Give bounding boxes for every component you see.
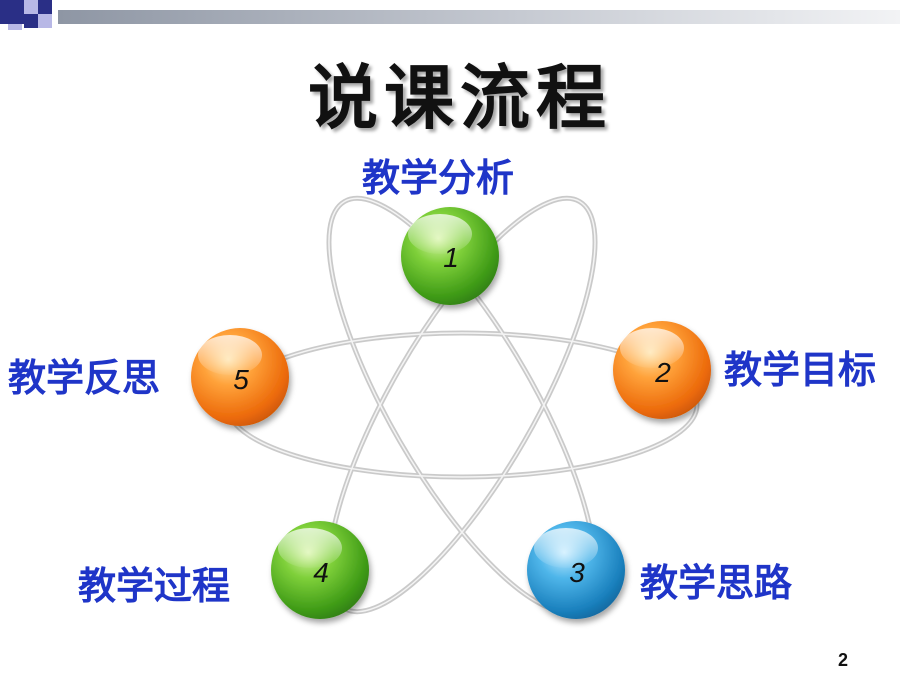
node-5-ball bbox=[191, 328, 289, 426]
node-3-label: 教学思路 bbox=[640, 561, 793, 605]
node-4-number: 4 bbox=[313, 557, 329, 588]
page-number: 2 bbox=[838, 650, 849, 670]
node-3-number: 3 bbox=[569, 557, 585, 588]
node-3-ball bbox=[527, 521, 625, 619]
node-1-label: 教学分析 bbox=[362, 156, 515, 200]
node-1-ball bbox=[401, 207, 499, 305]
node-5-label: 教学反思 bbox=[8, 356, 161, 400]
node-4-label: 教学过程 bbox=[78, 564, 231, 608]
node-4-ball bbox=[271, 521, 369, 619]
slide-title: 说课流程 bbox=[308, 56, 612, 139]
node-2-number: 2 bbox=[654, 357, 671, 388]
node-5-number: 5 bbox=[233, 364, 249, 395]
node-2-ball bbox=[613, 321, 711, 419]
node-1-number: 1 bbox=[443, 242, 459, 273]
node-2-label: 教学目标 bbox=[724, 348, 877, 392]
header-decoration bbox=[0, 0, 900, 30]
